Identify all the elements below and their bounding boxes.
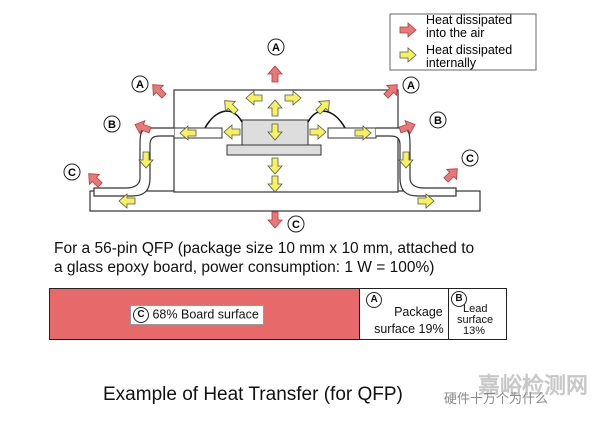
- package-surface-segment: A Package surface 19%: [360, 289, 449, 339]
- package-surface-line2: surface 19%: [374, 322, 444, 336]
- lead-surface-line2: surface: [456, 314, 494, 326]
- svg-text:C: C: [466, 153, 474, 165]
- package-marker: A: [366, 292, 383, 308]
- marker-c-bottom: C: [287, 215, 305, 233]
- lead-surface-segment: B Lead surface 13%: [448, 289, 506, 339]
- markers: A A A B B C C C: [63, 38, 479, 233]
- board-surface-label: C 68% Board surface: [130, 305, 264, 325]
- marker-c-left: C: [63, 163, 81, 181]
- lead-surface-line1: Lead: [462, 303, 488, 315]
- package-surface-line1: Package: [394, 305, 443, 319]
- watermark-brand: 嘉峪检测网: [477, 373, 588, 398]
- board-marker: C: [133, 307, 149, 323]
- heat-breakdown-bar: C 68% Board surface A Package surface 19…: [49, 288, 507, 340]
- svg-text:B: B: [108, 119, 116, 131]
- bond-wire-left: [204, 110, 243, 129]
- marker-b-right: B: [429, 111, 447, 129]
- marker-c-right: C: [461, 149, 479, 167]
- description-line2: a glass epoxy board, power consumption: …: [54, 259, 435, 276]
- watermark-handle: 硬件十万个为什么: [444, 391, 549, 406]
- marker-a-left: A: [131, 75, 149, 93]
- svg-text:A: A: [272, 42, 280, 54]
- heat-transfer-diagram: Heat dissipated into the air Heat dissip…: [63, 13, 537, 233]
- lead-marker: B: [450, 291, 467, 307]
- bond-wire-right: [307, 110, 346, 129]
- legend-internal-line2: internally: [426, 56, 477, 70]
- legend-air-line1: Heat dissipated: [426, 13, 512, 27]
- figure-caption: Example of Heat Transfer (for QFP): [103, 384, 403, 405]
- svg-text:A: A: [407, 80, 415, 92]
- legend-air-line2: into the air: [426, 26, 484, 40]
- marker-a-right: A: [402, 76, 420, 94]
- board-surface-segment: C 68% Board surface: [50, 289, 361, 339]
- outer-lead-left: [93, 127, 174, 197]
- outer-lead-right: [376, 127, 457, 197]
- marker-a-top: A: [267, 38, 285, 56]
- legend-internal-line1: Heat dissipated: [426, 43, 512, 57]
- svg-text:C: C: [292, 219, 300, 231]
- die-pad: [226, 144, 322, 156]
- svg-text:B: B: [434, 115, 442, 127]
- lead-surface-line3: 13%: [462, 325, 486, 337]
- legend: Heat dissipated into the air Heat dissip…: [389, 13, 537, 71]
- description-line1: For a 56-pin QFP (package size 10 mm x 1…: [54, 240, 475, 257]
- board-surface-text: 68% Board surface: [152, 307, 259, 322]
- svg-text:A: A: [136, 79, 144, 91]
- marker-b-left: B: [103, 115, 121, 133]
- svg-text:C: C: [68, 167, 76, 179]
